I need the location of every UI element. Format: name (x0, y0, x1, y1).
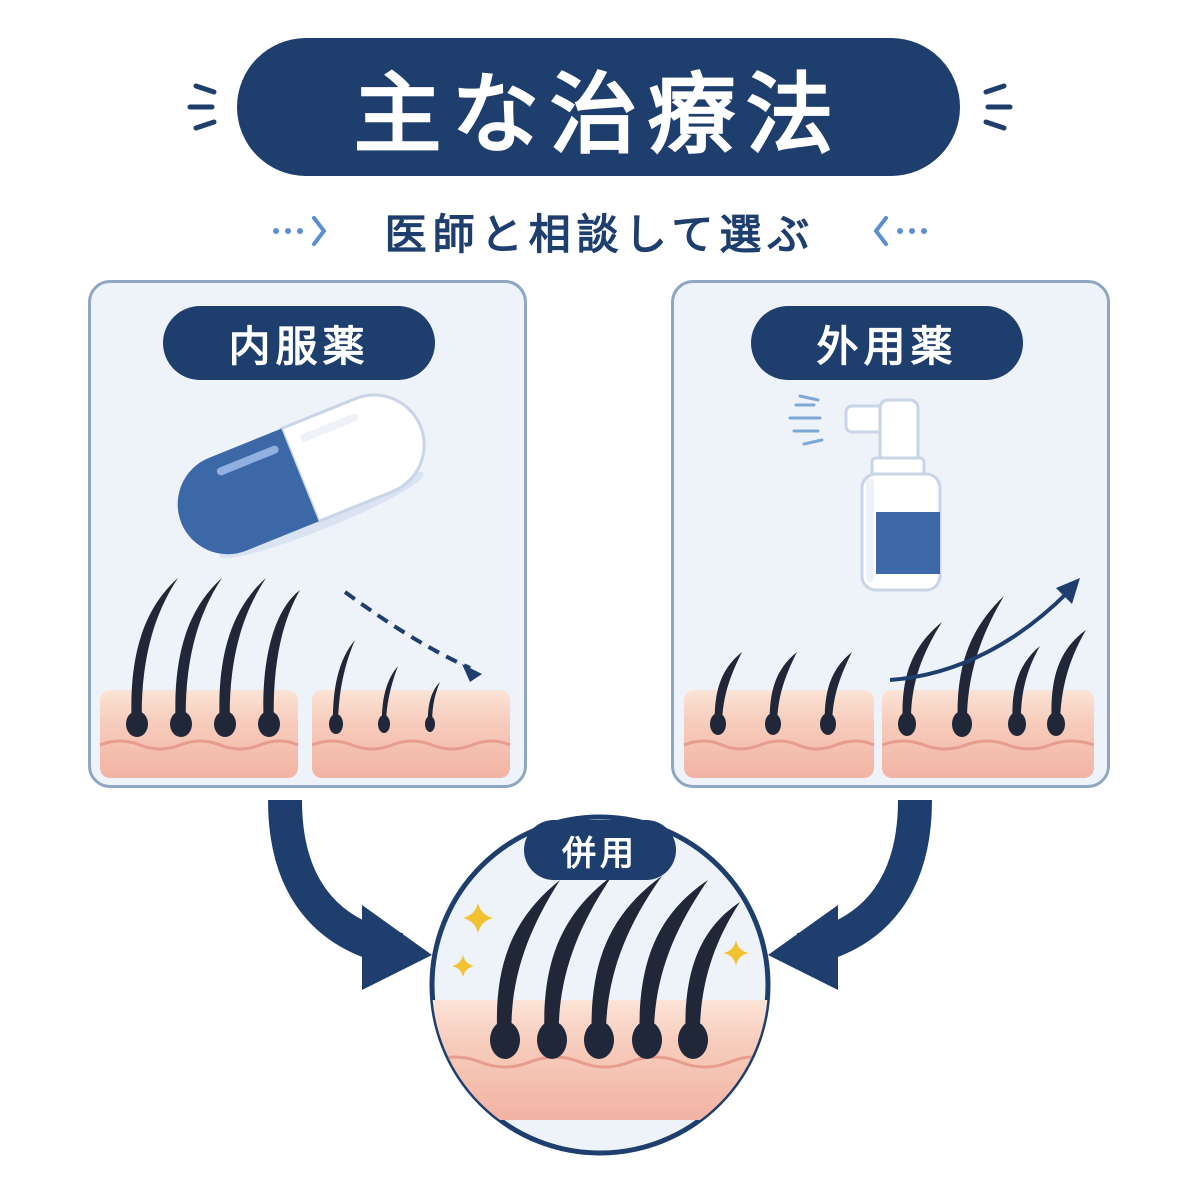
subtitle-dots-left-icon (273, 216, 327, 246)
arrow-head-right-icon (768, 905, 838, 990)
topical-medication-label: 外用薬 (751, 306, 1023, 380)
skin-before-oral-icon (99, 578, 300, 778)
dashed-arrow-icon (343, 590, 471, 670)
sparkle-icon (723, 940, 749, 966)
dashed-arrow-head-icon (462, 664, 482, 682)
growth-arrow-head-icon (1056, 578, 1080, 604)
skin-after-oral-icon (311, 640, 511, 778)
capsule-icon (177, 393, 426, 559)
page-subtitle: 医師と相談して選ぶ (384, 209, 816, 259)
page-title: 主な治療法 (237, 38, 960, 176)
spray-bottle-icon (788, 394, 942, 592)
combined-use-label: 併用 (524, 820, 676, 880)
skin-before-topical-icon (683, 652, 875, 778)
skin-combined-icon (432, 876, 768, 1120)
sparkle-icon (452, 955, 474, 977)
subtitle-dots-right-icon (873, 216, 927, 246)
title-burst-left-icon (187, 83, 217, 131)
skin-after-topical-icon (881, 596, 1095, 778)
title-burst-right-icon (983, 83, 1013, 131)
oral-medication-label: 内服薬 (163, 306, 435, 380)
sparkle-icon (463, 903, 493, 933)
arrow-head-left-icon (362, 905, 432, 990)
growth-arrow-icon (889, 590, 1070, 682)
